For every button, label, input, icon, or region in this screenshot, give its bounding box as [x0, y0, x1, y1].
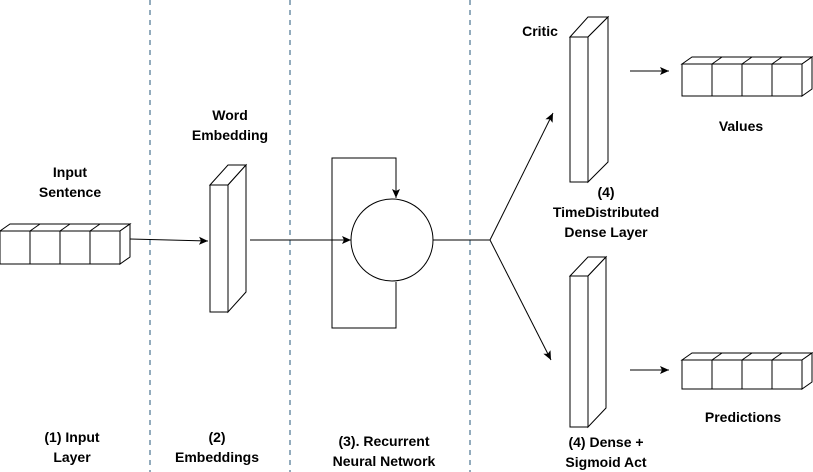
stage-2-label-2: Embeddings [175, 449, 259, 465]
dense-sigmoid-label-1: (4) Dense + [568, 434, 643, 450]
time-distributed-label-2: TimeDistributed [553, 204, 659, 220]
stage-3-label-2: Neural Network [333, 453, 436, 469]
embedding-layer [208, 163, 248, 314]
arrow-input-to-embedding [129, 236, 209, 245]
stage-2-label-1: (2) [208, 429, 225, 445]
time-distributed-label-3: Dense Layer [564, 224, 648, 240]
critic-label: Critic [522, 23, 558, 39]
input-vector [0, 223, 132, 265]
critic-dense-layer [568, 15, 610, 184]
dense-sigmoid-label-2: Sigmoid Act [565, 454, 646, 470]
arrow-to-dense [489, 239, 552, 361]
stage-1-label-2: Layer [53, 449, 91, 465]
stage-1-label-1: (1) Input [44, 429, 100, 445]
predictions-label: Predictions [705, 409, 781, 425]
recurrent-cell-icon [350, 198, 434, 282]
values-vector [680, 56, 813, 97]
values-label: Values [719, 118, 764, 134]
sigmoid-dense-layer [568, 255, 608, 429]
input-sentence-label-2: Sentence [39, 184, 101, 200]
word-embedding-label-1: Word [212, 107, 248, 123]
time-distributed-label-1: (4) [597, 184, 614, 200]
stage-3-label-1: (3). Recurrent [338, 433, 429, 449]
word-embedding-label-2: Embedding [192, 127, 268, 143]
recurrent-loop [331, 157, 400, 329]
input-sentence-label-1: Input [53, 164, 88, 180]
predictions-vector [680, 352, 813, 390]
arrow-to-critic [489, 112, 554, 241]
